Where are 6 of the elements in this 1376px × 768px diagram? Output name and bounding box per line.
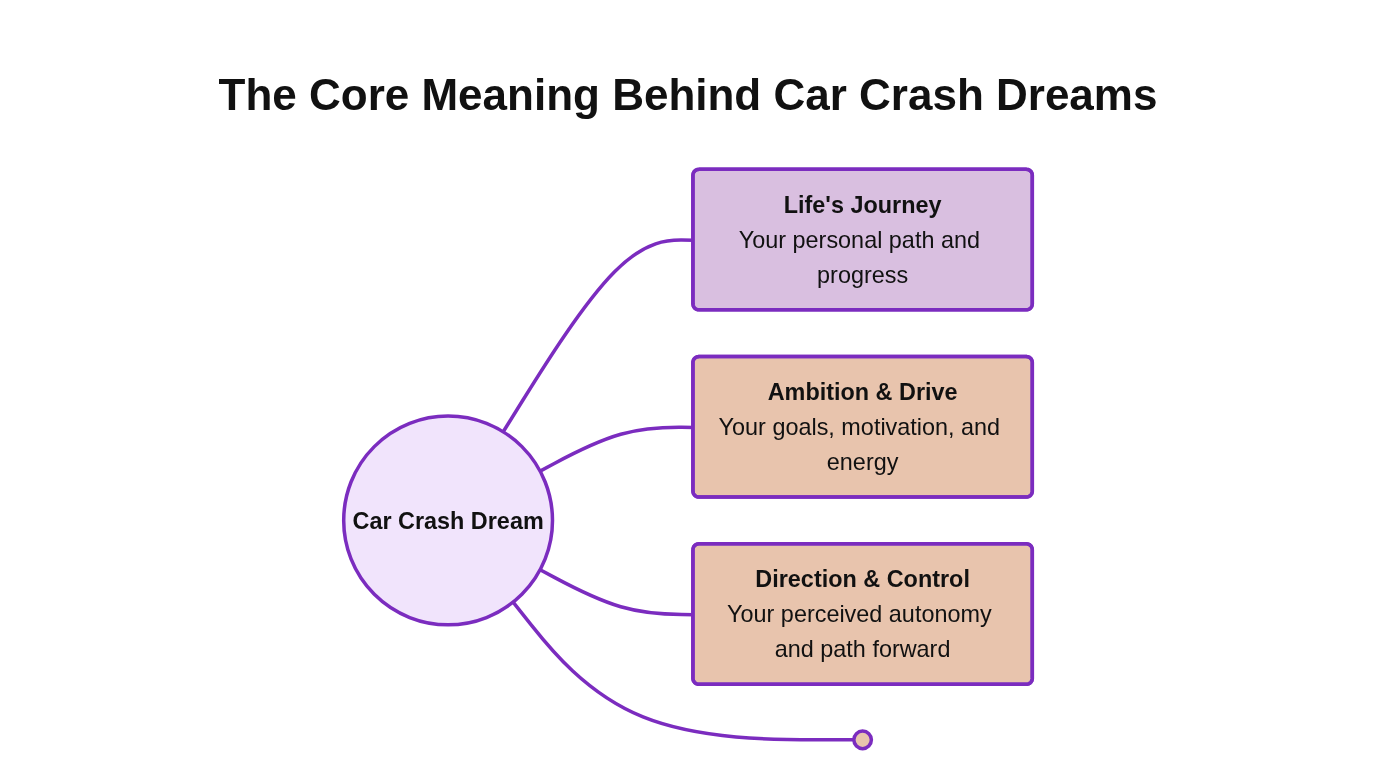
- connector: [539, 425, 694, 473]
- node-circle: [852, 729, 874, 751]
- node-circle: Car Crash Dream: [341, 414, 555, 627]
- connector: [539, 568, 694, 617]
- connector: [501, 238, 694, 433]
- title: The Core Meaning Behind Car Crash Dreams: [217, 69, 1159, 120]
